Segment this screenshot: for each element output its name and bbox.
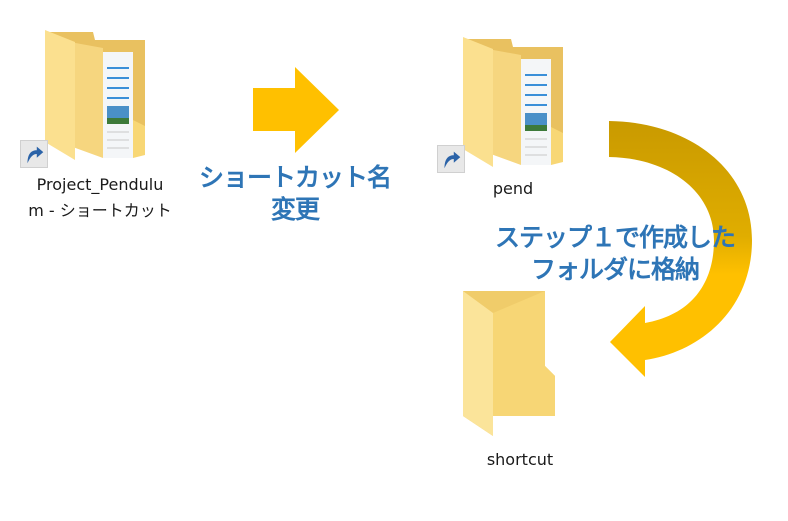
empty-folder-icon[interactable] [463,291,563,436]
shortcut-arrow-icon [437,145,465,173]
target-folder-label[interactable]: shortcut [486,450,554,469]
rename-caption-line-1: ショートカット名 [198,163,392,192]
shortcut-arrow-icon [20,140,48,168]
source-shortcut-label[interactable]: Project_Pendulu m - ショートカット [15,172,185,224]
move-caption: ステップ１で作成した フォルダに格納 [470,222,760,286]
right-arrow-icon [253,67,339,153]
move-caption-line-1: ステップ１で作成した [494,223,736,252]
label-line-1: Project_Pendulu [36,175,164,194]
renamed-shortcut-label[interactable]: pend [492,179,534,198]
label-line-2: m - ショートカット [28,201,172,220]
rename-caption: ショートカット名 変更 [185,162,405,226]
rename-caption-line-2: 変更 [270,195,320,224]
move-caption-line-2: フォルダに格納 [530,255,700,284]
